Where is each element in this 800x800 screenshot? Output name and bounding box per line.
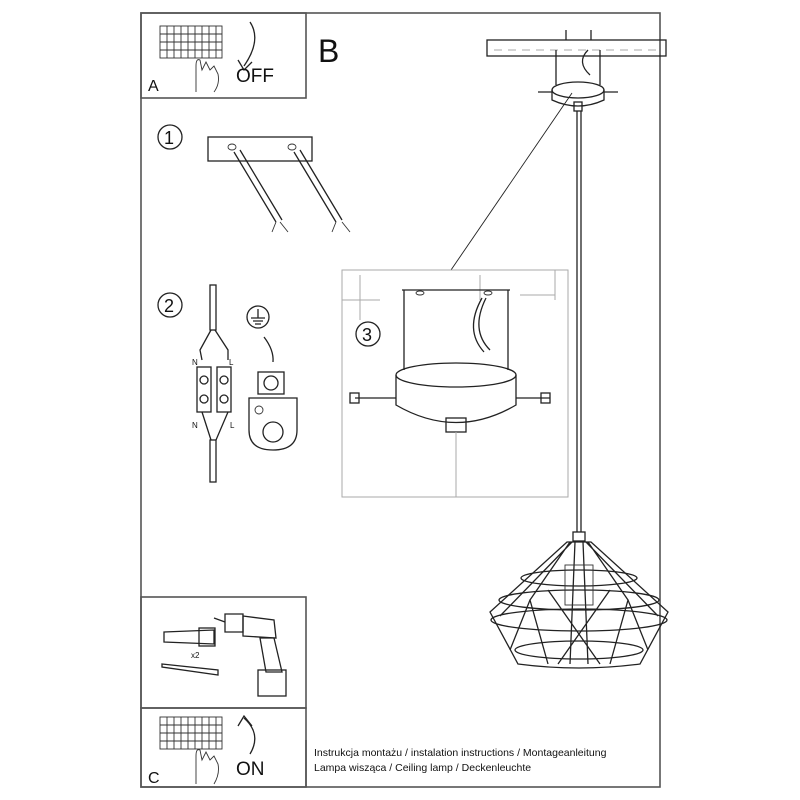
suspension-cable [576,111,582,532]
outer-frame [140,12,661,788]
drill-icon [213,613,287,697]
quantity-label: x2 [191,651,200,660]
tools-box [140,596,307,709]
panel-c-label: C [148,770,160,787]
mounting-bracket-icon [207,136,351,233]
step-3-number: 3 [362,325,372,345]
ground-terminal-icon [246,305,298,451]
wall-plug-icon [163,627,216,647]
step-2-number: 2 [164,296,174,316]
top-neutral-label: N [192,358,198,367]
step-2-badge [157,292,183,318]
top-live-label: L [229,358,234,367]
circuit-breaker-on-icon [159,714,256,785]
panel-b-label: B [318,33,339,69]
panel-a-label: A [148,78,159,95]
panel-c-box [140,707,307,788]
step-1-badge [157,124,183,150]
off-label: OFF [236,66,274,87]
step-3-badge [355,321,381,347]
product-type: Lampa wisząca / Ceiling lamp / Deckenleu… [314,762,532,774]
step-1-number: 1 [164,128,174,148]
instructions-title: Instrukcja montażu / instalation instruc… [314,747,607,759]
ceiling-mount-icon [486,30,667,112]
terminal-block-icon [196,284,232,483]
on-label: ON [236,759,265,780]
pendant-shade-icon [489,531,669,669]
canopy-detail-icon [349,289,551,497]
bottom-live-label: L [230,421,235,430]
panel-a-box [140,12,307,99]
step-3-detail-box [341,269,569,498]
circuit-breaker-off-icon [159,21,256,93]
screw-icon [161,663,219,676]
bottom-neutral-label: N [192,421,198,430]
detail-callout-line [450,92,573,271]
